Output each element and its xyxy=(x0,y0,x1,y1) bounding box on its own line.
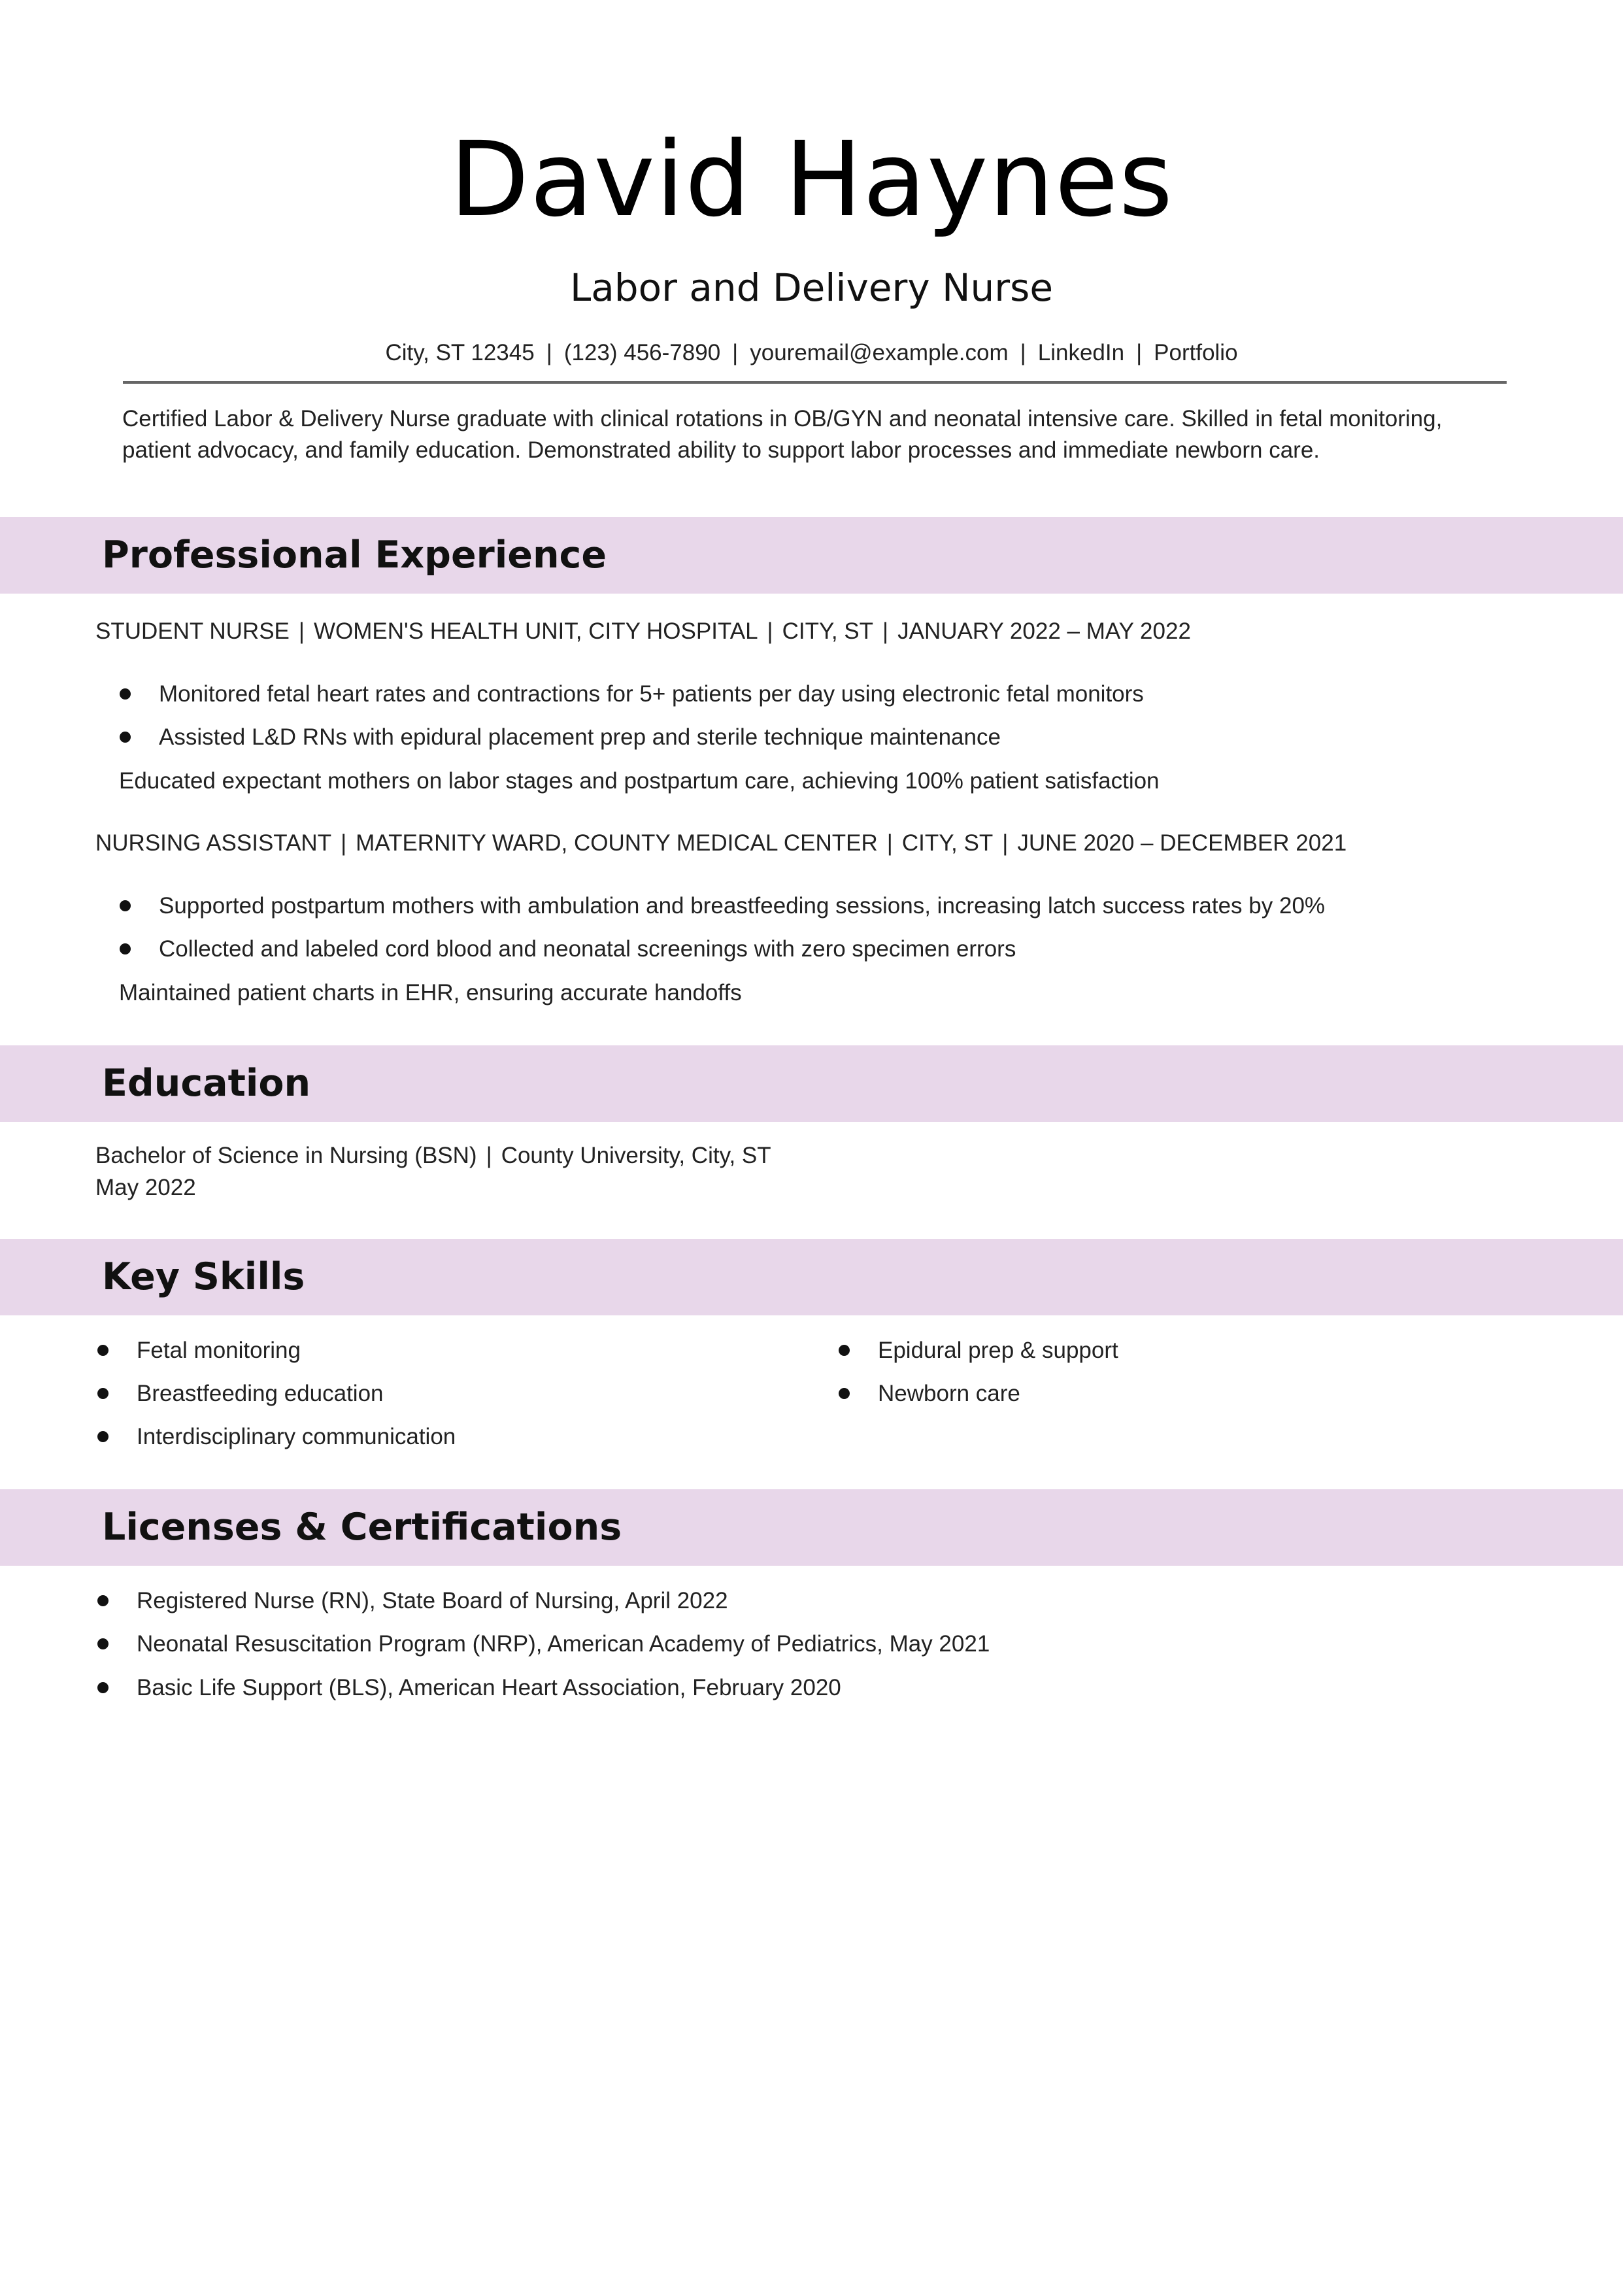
license-text: Registered Nurse (RN), State Board of Nu… xyxy=(137,1588,728,1613)
skill-text: Breastfeeding education xyxy=(137,1381,384,1406)
list-item-text: Collected and labeled cord blood and neo… xyxy=(159,936,1016,962)
candidate-name: David Haynes xyxy=(449,120,1174,240)
bullet-dot xyxy=(120,943,131,954)
section-heading-experience: Professional Experience xyxy=(102,533,607,577)
section-heading-licenses: Licenses & Certifications xyxy=(102,1506,622,1549)
section-education: Education xyxy=(0,1045,1623,1122)
separator: | xyxy=(546,340,552,365)
bullet-dot xyxy=(97,1638,109,1649)
separator: | xyxy=(1002,830,1009,856)
bullet-dot xyxy=(120,732,131,743)
contact-phone: (123) 456-7890 xyxy=(563,340,721,365)
separator: | xyxy=(886,830,893,856)
skill-text: Interdisciplinary communication xyxy=(137,1424,456,1449)
separator: | xyxy=(767,618,773,644)
list-item-text: Assisted L&D RNs with epidural placement… xyxy=(159,724,1001,750)
bullet-dot xyxy=(839,1388,850,1399)
contact-portfolio[interactable]: Portfolio xyxy=(1154,340,1238,365)
bullet-dot xyxy=(97,1345,109,1356)
job-header: STUDENT NURSE | WOMEN'S HEALTH UNIT, CITY … xyxy=(95,617,1191,646)
separator: | xyxy=(486,1143,492,1168)
separator: | xyxy=(1136,340,1143,365)
bullet-dot xyxy=(97,1595,109,1606)
skill-text: Fetal monitoring xyxy=(137,1338,301,1363)
skill-text: Epidural prep & support xyxy=(878,1338,1118,1363)
job-extra-line: Educated expectant mothers on labor stag… xyxy=(119,768,1160,794)
bullet-dot xyxy=(97,1682,109,1693)
education-degree: Bachelor of Science in Nursing (BSN) xyxy=(95,1143,477,1168)
job-extra-line: Maintained patient charts in EHR, ensuri… xyxy=(119,980,742,1005)
job-title: Labor and Delivery Nurse xyxy=(569,265,1054,310)
separator: | xyxy=(341,830,347,856)
section-experience: Professional Experience xyxy=(0,517,1623,594)
license-text: Basic Life Support (BLS), American Heart… xyxy=(137,1675,841,1700)
header-divider xyxy=(123,381,1507,384)
contact-linkedin[interactable]: LinkedIn xyxy=(1037,340,1125,365)
separator: | xyxy=(1020,340,1026,365)
list-item-text: Monitored fetal heart rates and contract… xyxy=(159,681,1144,707)
section-heading-skills: Key Skills xyxy=(102,1255,305,1298)
job-location: CITY, ST xyxy=(782,618,874,644)
contact-line: City, ST 12345 | (123) 456-7890 | youremail@… xyxy=(0,339,1623,367)
contact-location: City, ST 12345 xyxy=(385,340,535,365)
bullet-dot xyxy=(120,900,131,911)
list-item-text: Supported postpartum mothers with ambula… xyxy=(159,893,1326,919)
job-employer: WOMEN'S HEALTH UNIT, CITY HOSPITAL xyxy=(313,618,758,644)
bullet-dot xyxy=(839,1345,850,1356)
skill-text: Newborn care xyxy=(878,1381,1020,1406)
bullet-dot xyxy=(97,1388,109,1399)
summary-paragraph: Certified Labor & Delivery Nurse graduat… xyxy=(122,406,1443,463)
separator: | xyxy=(732,340,739,365)
separator: | xyxy=(298,618,305,644)
education-school: County University, City, ST xyxy=(501,1143,771,1168)
job-role: NURSING ASSISTANT xyxy=(95,830,332,856)
education-degree-line: Bachelor of Science in Nursing (BSN) | Cou… xyxy=(95,1141,771,1170)
job-employer: MATERNITY WARD, COUNTY MEDICAL CENTER xyxy=(356,830,878,856)
separator: | xyxy=(882,618,889,644)
section-skills: Key Skills xyxy=(0,1239,1623,1315)
job-location: CITY, ST xyxy=(901,830,994,856)
section-heading-education: Education xyxy=(102,1062,311,1105)
job-header: NURSING ASSISTANT | MATERNITY WARD, COUNTY… xyxy=(95,829,1347,858)
job-dates: JUNE 2020 – DECEMBER 2021 xyxy=(1017,830,1347,856)
bullet-dot xyxy=(120,688,131,700)
license-text: Neonatal Resuscitation Program (NRP), Am… xyxy=(137,1631,990,1657)
education-date: May 2022 xyxy=(95,1175,196,1200)
bullet-dot xyxy=(97,1431,109,1442)
job-dates: JANUARY 2022 – MAY 2022 xyxy=(897,618,1191,644)
section-licenses: Licenses & Certifications xyxy=(0,1489,1623,1566)
contact-email[interactable]: youremail@example.com xyxy=(750,340,1009,365)
job-role: STUDENT NURSE xyxy=(95,618,290,644)
